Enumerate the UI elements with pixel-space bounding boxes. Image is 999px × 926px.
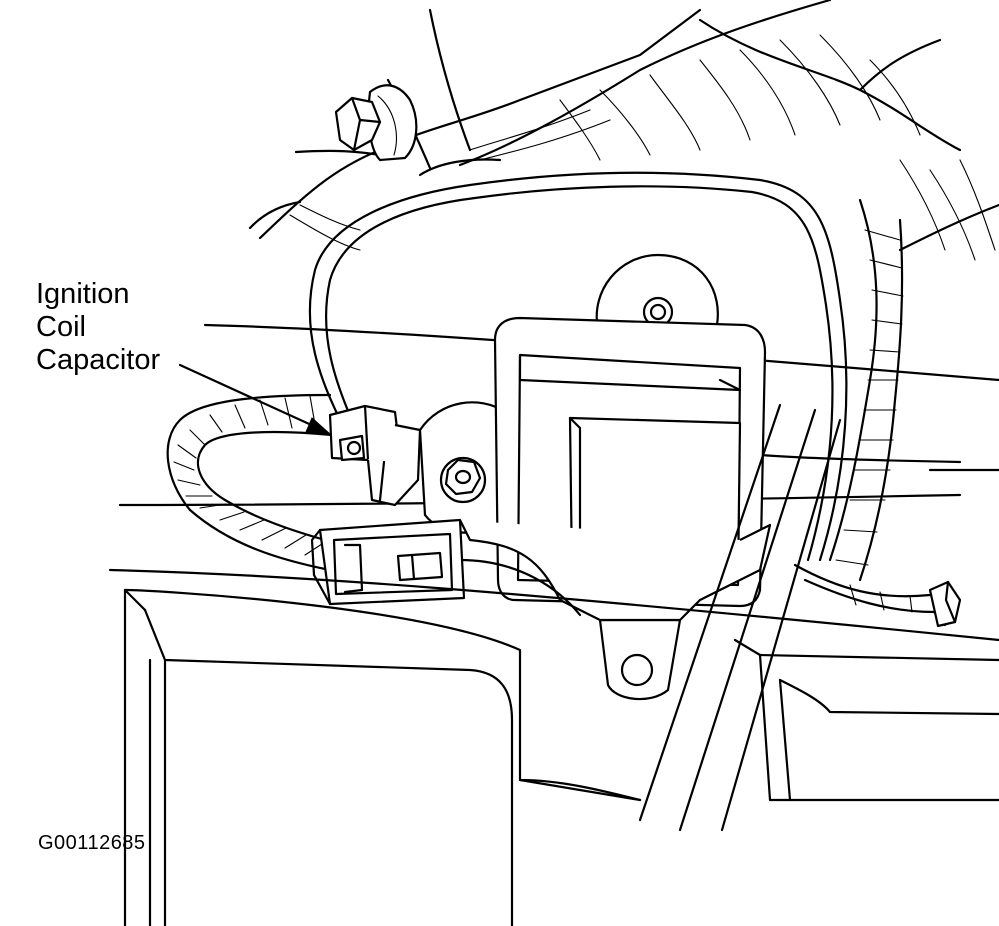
wiring-harness — [166, 393, 334, 572]
upper-bolt — [334, 84, 418, 162]
right-harness — [793, 198, 962, 628]
callout-label: Ignition Coil Capacitor — [36, 278, 160, 377]
base-plate — [458, 519, 772, 622]
mounting-nut — [418, 401, 507, 534]
capacitor-lead-wire — [308, 158, 848, 562]
lower-tray — [108, 568, 999, 926]
callout-line-2: Coil — [36, 311, 86, 343]
figure-id: G00112685 — [38, 832, 146, 854]
callout-line-1: Ignition — [36, 278, 130, 310]
ignition-coil-body — [493, 253, 767, 701]
callout-line-3: Capacitor — [36, 344, 161, 376]
leader-arrow — [178, 363, 332, 435]
capacitor-clip — [328, 404, 422, 507]
harness-connector — [310, 518, 466, 606]
